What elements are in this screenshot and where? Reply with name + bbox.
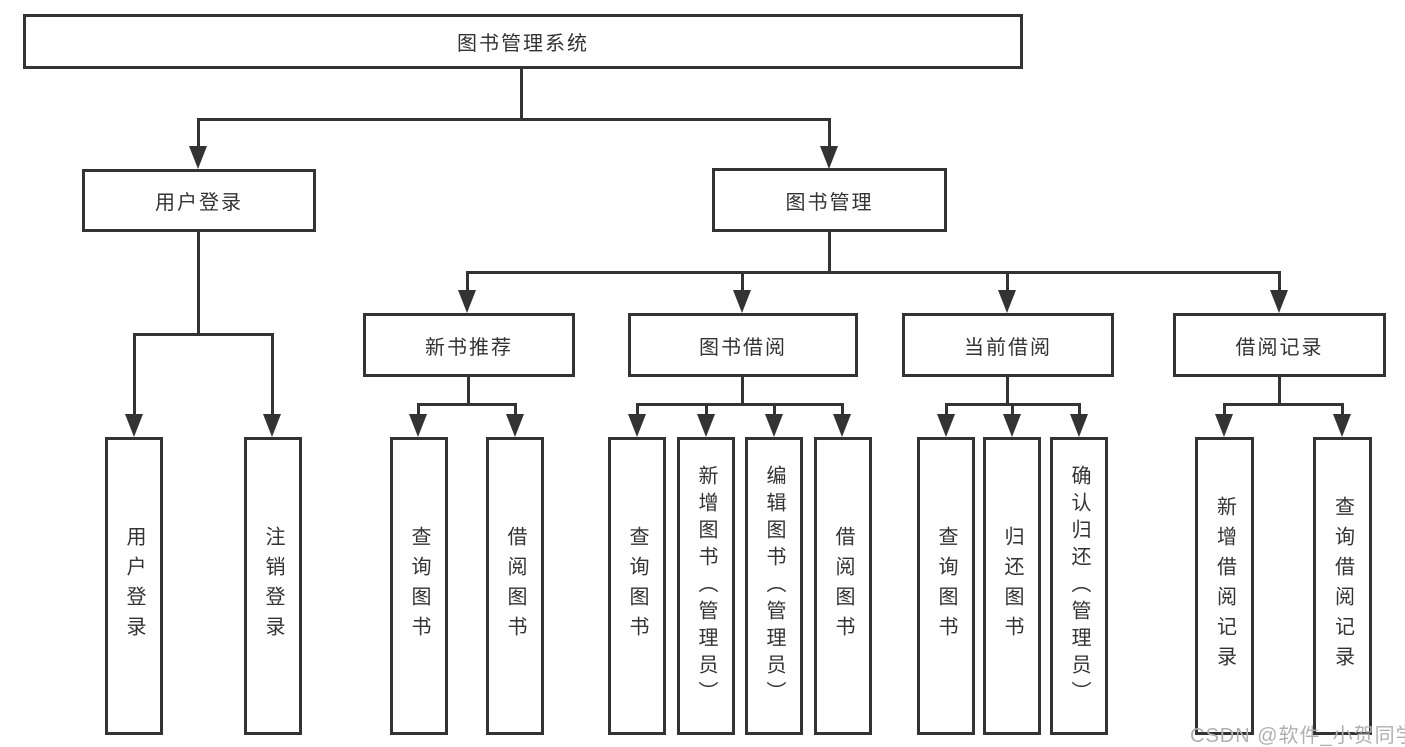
connector-line — [1223, 403, 1343, 406]
arrow-down-icon — [263, 414, 281, 437]
connector-line — [271, 333, 274, 419]
node-label: 新书推荐 — [425, 336, 513, 359]
leaf-query-borrow-record: 查询借阅记录 — [1313, 437, 1372, 735]
csdn-watermark: CSDN @软件_小贺同学 — [1190, 725, 1405, 747]
node-label: 查询图书 — [626, 526, 648, 646]
connector-line — [1278, 271, 1281, 296]
arrow-down-icon — [998, 290, 1016, 313]
node-label: 当前借阅 — [964, 336, 1052, 359]
leaf-add-borrow-record: 新增借阅记录 — [1195, 437, 1254, 735]
connector-line — [197, 118, 200, 152]
connector-line — [417, 403, 517, 406]
connector-line — [1341, 403, 1344, 420]
connector-line — [197, 118, 831, 121]
arrow-down-icon — [125, 414, 143, 437]
connector-line — [1223, 403, 1226, 420]
arrow-down-icon — [1333, 414, 1351, 437]
connector-line — [466, 271, 1281, 274]
arrow-down-icon — [409, 414, 427, 437]
node-label: 归还图书 — [1001, 526, 1023, 646]
connector-line — [1006, 271, 1009, 296]
leaf-confirm-return-admin: 确认归还（管理员） — [1050, 437, 1108, 735]
arrow-down-icon — [458, 290, 476, 313]
arrow-down-icon — [733, 290, 751, 313]
connector-line — [133, 333, 274, 336]
connector-line — [705, 403, 708, 420]
node-label: 借阅记录 — [1235, 336, 1324, 359]
node-user-login: 用户登录 — [82, 169, 316, 232]
arrow-down-icon — [765, 414, 783, 437]
connector-line — [741, 271, 744, 296]
leaf-borrow-books-recommend: 借阅图书 — [486, 437, 544, 735]
node-library-management-system: 图书管理系统 — [23, 14, 1023, 69]
node-label: 图书借阅 — [699, 336, 787, 359]
connector-line — [466, 271, 469, 296]
connector-line — [1006, 377, 1009, 406]
connector-line — [945, 403, 948, 420]
node-label: 编辑图书（管理员） — [763, 464, 785, 708]
node-label: 注销登录 — [262, 526, 284, 646]
arrow-down-icon — [697, 414, 715, 437]
node-label: 新增图书（管理员） — [695, 464, 717, 708]
connector-line — [520, 68, 523, 120]
node-label: 用户登录 — [123, 526, 145, 646]
node-label: 图书管理系统 — [457, 33, 589, 55]
node-label: 借阅图书 — [832, 526, 854, 646]
connector-line — [197, 232, 200, 336]
leaf-logout: 注销登录 — [244, 437, 302, 735]
node-label: 确认归还（管理员） — [1068, 464, 1090, 708]
node-current-borrowing: 当前借阅 — [902, 313, 1114, 377]
arrow-down-icon — [1215, 414, 1233, 437]
connector-line — [514, 403, 517, 420]
node-label: 查询图书 — [408, 526, 430, 646]
node-label: 用户登录 — [155, 192, 243, 214]
node-book-management: 图书管理 — [712, 168, 947, 232]
connector-line — [828, 118, 831, 152]
leaf-user-login: 用户登录 — [105, 437, 163, 735]
leaf-borrow-books-borrow: 借阅图书 — [814, 437, 872, 735]
arrow-down-icon — [833, 414, 851, 437]
node-label: 查询图书 — [935, 526, 957, 646]
node-label: 新增借阅记录 — [1213, 496, 1236, 676]
connector-line — [467, 377, 470, 406]
node-label: 借阅图书 — [504, 526, 526, 646]
arrow-down-icon — [820, 146, 838, 169]
connector-line — [828, 232, 831, 274]
arrow-down-icon — [506, 414, 524, 437]
connector-line — [636, 403, 844, 406]
leaf-edit-books-admin: 编辑图书（管理员） — [745, 437, 803, 735]
leaf-query-books-recommend: 查询图书 — [390, 437, 448, 735]
arrow-down-icon — [1003, 414, 1021, 437]
connector-line — [417, 403, 420, 420]
connector-line — [1011, 403, 1014, 420]
connector-line — [1278, 377, 1281, 406]
connector-line — [841, 403, 844, 420]
node-label: 查询借阅记录 — [1331, 496, 1354, 676]
leaf-query-books-borrow: 查询图书 — [608, 437, 666, 735]
node-new-book-recommendation: 新书推荐 — [363, 313, 575, 377]
leaf-add-books-admin: 新增图书（管理员） — [677, 437, 735, 735]
connector-line — [1078, 403, 1081, 420]
arrow-down-icon — [937, 414, 955, 437]
connector-line — [636, 403, 639, 420]
connector-line — [133, 333, 136, 419]
arrow-down-icon — [628, 414, 646, 437]
leaf-return-books: 归还图书 — [983, 437, 1041, 735]
node-label: 图书管理 — [785, 191, 874, 214]
connector-line — [773, 403, 776, 420]
node-book-borrowing: 图书借阅 — [628, 313, 858, 377]
connector-line — [741, 377, 744, 406]
arrow-down-icon — [1070, 414, 1088, 437]
arrow-down-icon — [1270, 290, 1288, 313]
arrow-down-icon — [189, 146, 207, 169]
node-borrowing-records: 借阅记录 — [1173, 313, 1386, 377]
leaf-query-books-current: 查询图书 — [917, 437, 975, 735]
